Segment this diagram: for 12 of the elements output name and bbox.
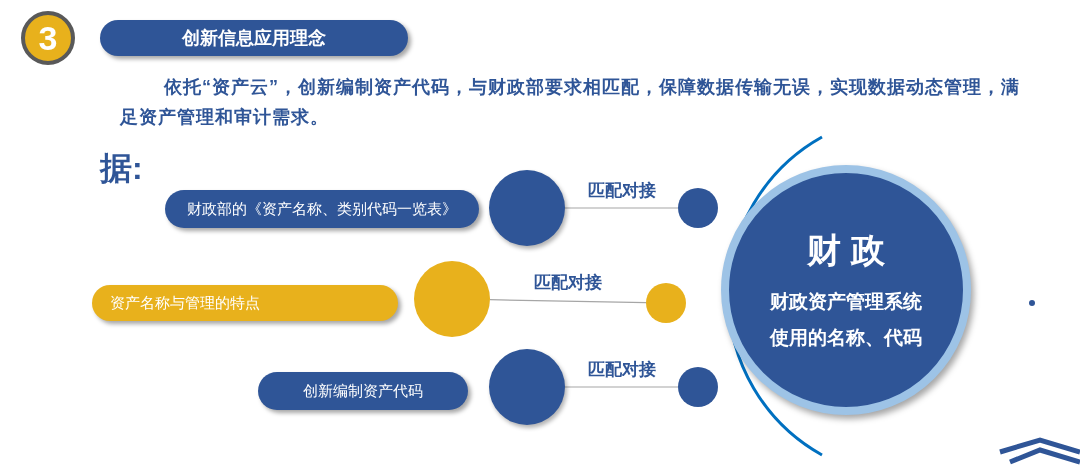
circle-text: 财政资产管理系统使用的名称、代码: [768, 289, 923, 350]
source-pill: 创新编制资产代码: [258, 372, 468, 410]
section-heading: 据:: [100, 149, 143, 188]
intro-paragraph: 依托“资产云”，创新编制资产代码，与财政部要求相匹配，保障数据传输无误，实现数据动态管理，满足资产管理和审计需求。: [120, 76, 1020, 129]
title-pill: 创新信息应用理念: [100, 20, 408, 56]
connector-line: [564, 386, 679, 388]
source-pill: 资产名称与管理的特点: [92, 285, 398, 321]
connector-line: [489, 299, 647, 304]
connector-line: [564, 207, 679, 209]
source-pill: 财政部的《资产名称、类别代码一览表》: [165, 190, 479, 228]
number-badge: 3: [21, 11, 75, 65]
circle-heading: 财 政: [807, 229, 885, 271]
